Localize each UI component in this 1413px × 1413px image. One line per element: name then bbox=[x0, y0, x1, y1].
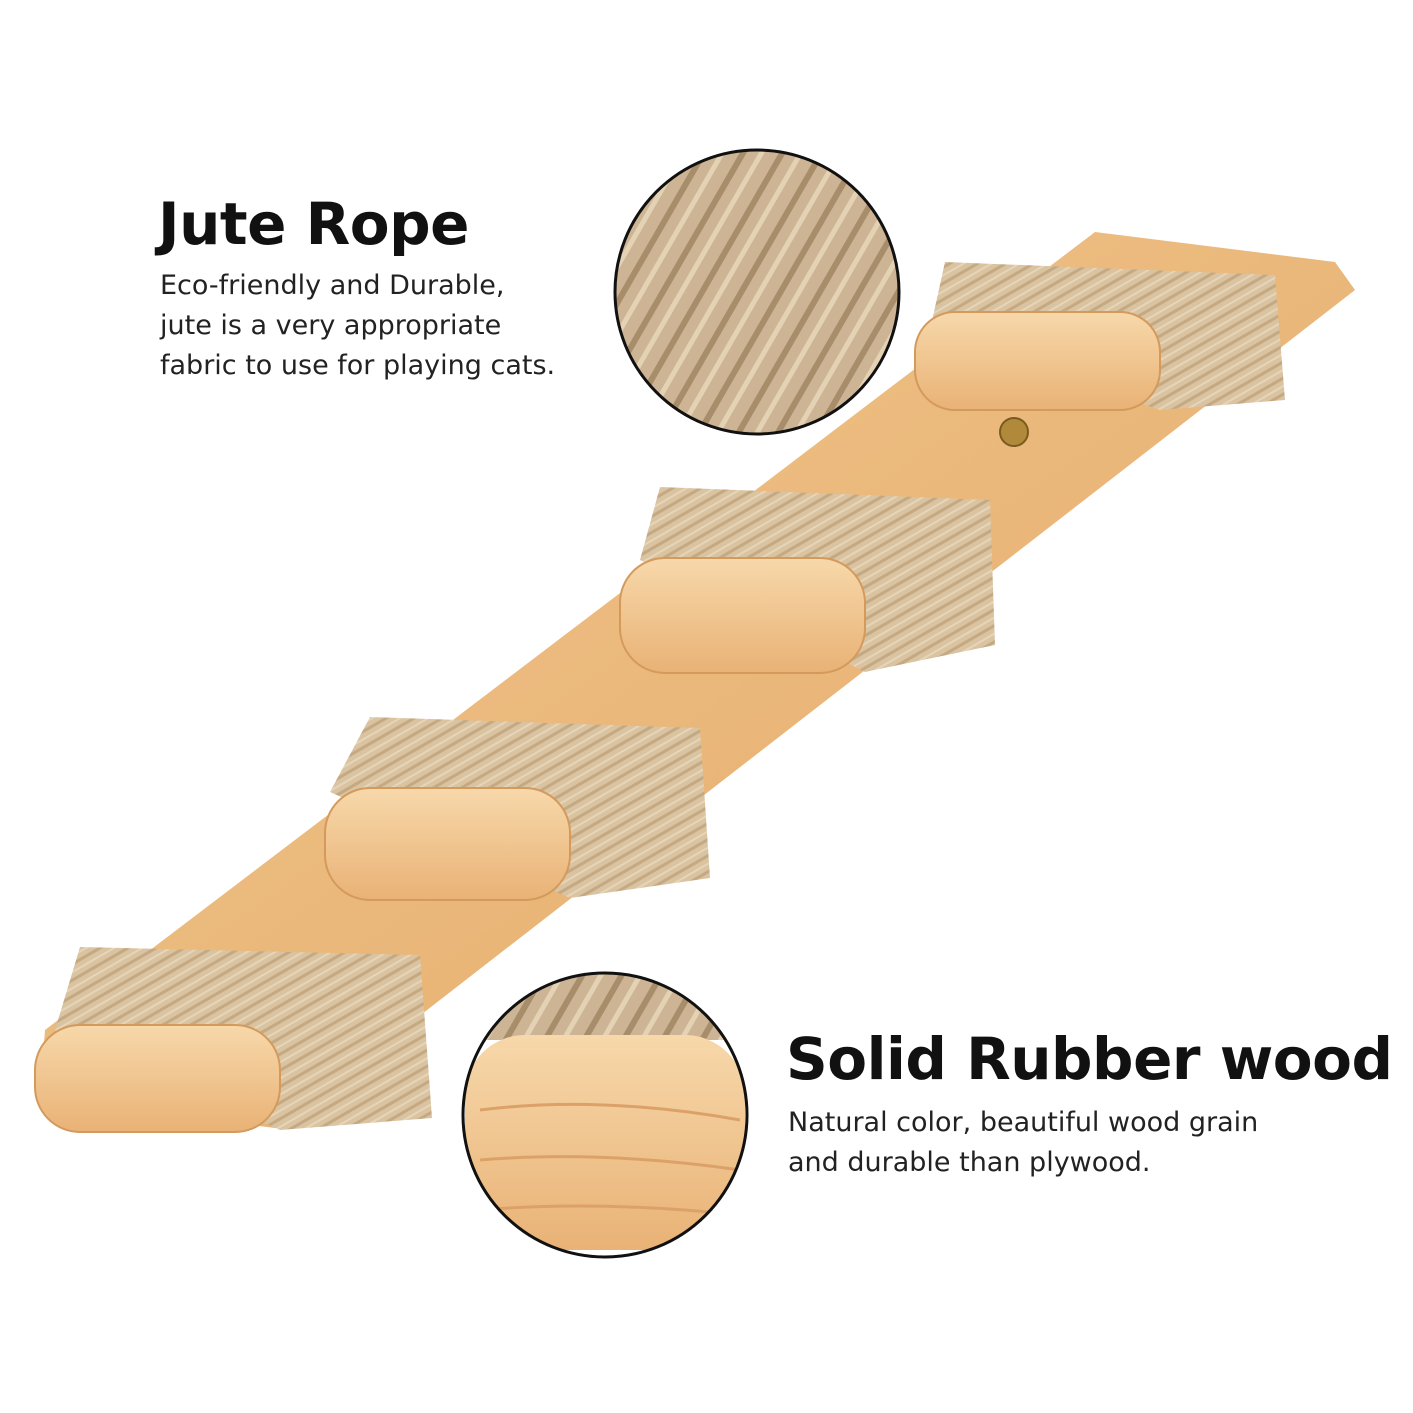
step-2 bbox=[619, 487, 995, 674]
jute-rope-description: Eco-friendly and Durable, jute is a very… bbox=[160, 266, 555, 386]
description-line: fabric to use for playing cats. bbox=[160, 350, 556, 381]
description-line: Natural color, beautiful wood grain bbox=[788, 1107, 1259, 1138]
jute-closeup bbox=[613, 148, 901, 436]
screw-icon bbox=[999, 417, 1029, 447]
step-4 bbox=[34, 947, 432, 1133]
rubber-wood-title: Solid Rubber wood bbox=[786, 1025, 1393, 1093]
step-3 bbox=[324, 717, 710, 901]
description-line: Eco-friendly and Durable, bbox=[160, 270, 505, 301]
rubber-wood-description: Natural color, beautiful wood grain and … bbox=[788, 1103, 1258, 1183]
description-line: and durable than plywood. bbox=[788, 1147, 1151, 1178]
description-line: jute is a very appropriate bbox=[160, 310, 502, 341]
wood-closeup bbox=[461, 971, 749, 1259]
wooden-plank bbox=[40, 232, 1355, 1128]
step-1 bbox=[914, 262, 1285, 411]
jute-rope-title: Jute Rope bbox=[158, 190, 470, 258]
